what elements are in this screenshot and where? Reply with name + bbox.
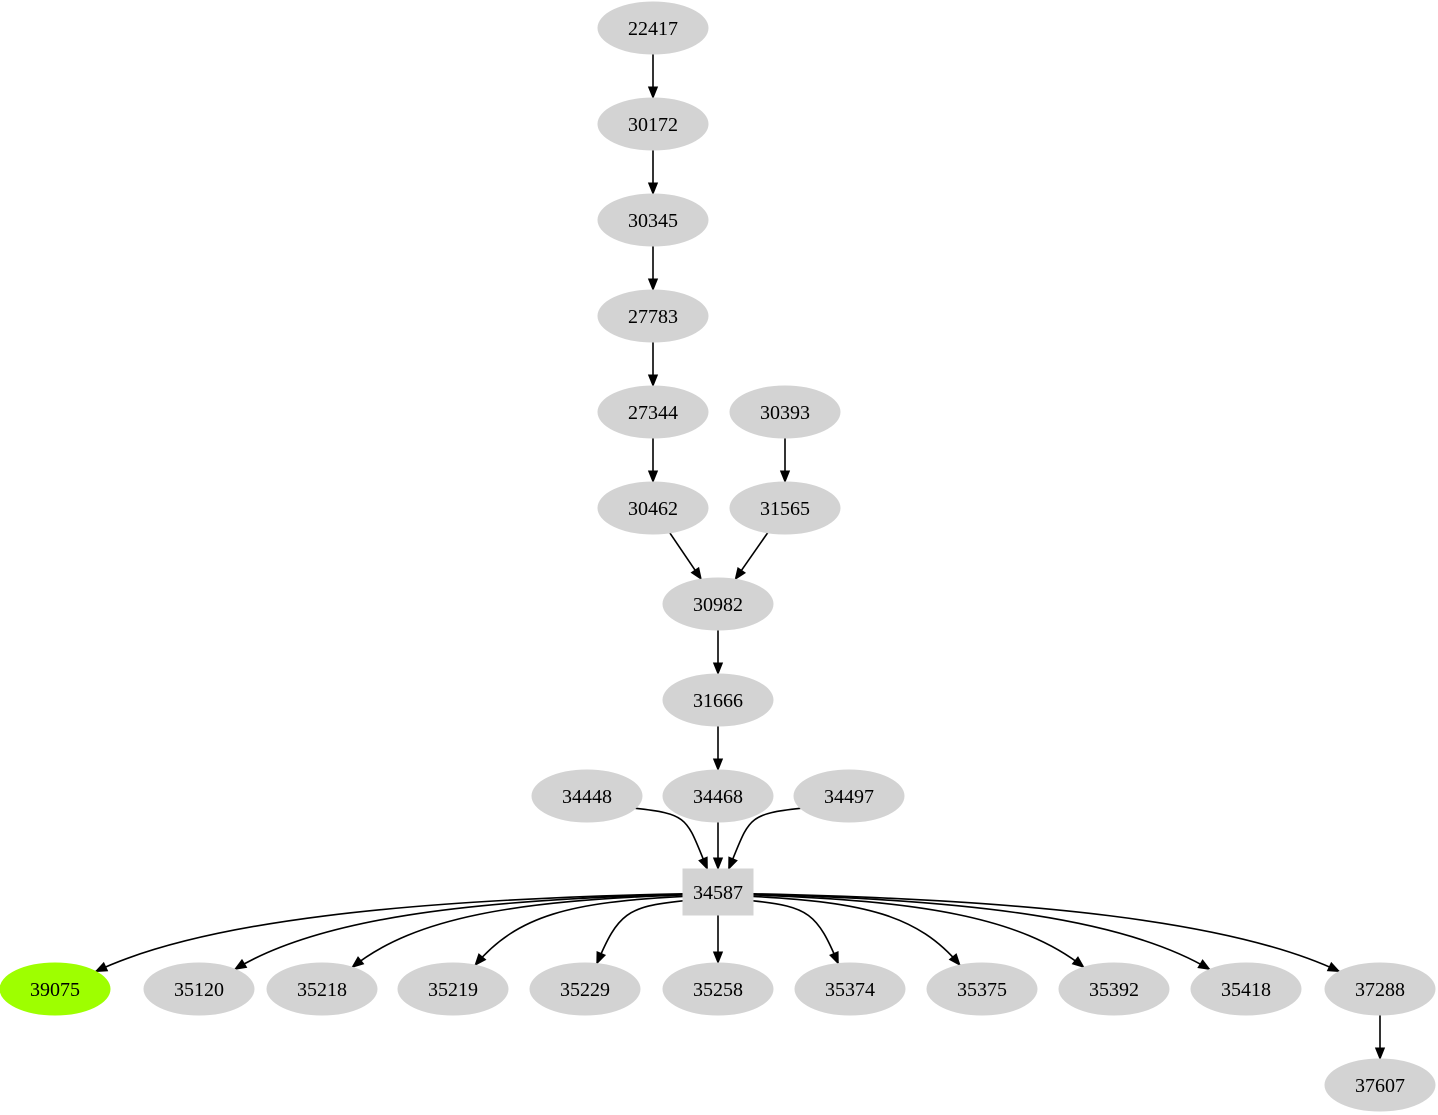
graph-node-34468[interactable]: 34468 (662, 769, 774, 823)
node-shape-ellipse-34448[interactable] (531, 769, 643, 823)
graph-node-27344[interactable]: 27344 (597, 385, 709, 439)
graph-node-30462[interactable]: 30462 (597, 481, 709, 535)
graph-edge-34587-to-39075 (95, 892, 684, 973)
graph-node-30172[interactable]: 30172 (597, 97, 709, 151)
graph-node-30982[interactable]: 30982 (662, 577, 774, 631)
edge-layer (94, 54, 1386, 1061)
arrowhead-34587-to-35258 (712, 951, 724, 965)
node-shape-ellipse-35258[interactable] (662, 962, 774, 1016)
node-shape-ellipse-35120[interactable] (143, 962, 255, 1016)
arrowhead-31666-to-34468 (712, 758, 724, 772)
arrowhead-34587-to-35229 (596, 951, 607, 965)
arrowhead-30462-to-30982 (690, 566, 702, 581)
arrowhead-34587-to-35374 (829, 951, 839, 965)
node-shape-ellipse-35218[interactable] (266, 962, 378, 1016)
arrowhead-34497-to-34587 (728, 856, 738, 871)
graph-node-34587[interactable]: 34587 (682, 868, 754, 916)
graph-node-35120[interactable]: 35120 (143, 962, 255, 1016)
arrowhead-22417-to-30172 (647, 86, 659, 100)
graph-node-27783[interactable]: 27783 (597, 289, 709, 343)
arrowhead-34587-to-35219 (474, 953, 487, 967)
arrowhead-30393-to-31565 (779, 470, 791, 484)
node-shape-ellipse-30393[interactable] (729, 385, 841, 439)
graph-node-37288[interactable]: 37288 (1324, 962, 1436, 1016)
arrowhead-37288-to-37607 (1374, 1047, 1386, 1061)
node-shape-ellipse-31565[interactable] (729, 481, 841, 535)
graph-edge-34587-to-35218 (351, 894, 684, 968)
arrowhead-34587-to-39075 (94, 961, 109, 973)
node-shape-ellipse-35418[interactable] (1190, 962, 1302, 1016)
graph-node-35218[interactable]: 35218 (266, 962, 378, 1016)
graph-edge-34587-to-35229 (596, 899, 684, 964)
graph-edge-34587-to-35392 (752, 894, 1085, 968)
graph-node-22417[interactable]: 22417 (597, 1, 709, 55)
node-shape-ellipse-35392[interactable] (1058, 962, 1170, 1016)
arrowhead-30345-to-27783 (647, 278, 659, 292)
node-shape-ellipse-35229[interactable] (529, 962, 641, 1016)
arrowhead-27344-to-30462 (647, 470, 659, 484)
node-shape-ellipse-30462[interactable] (597, 481, 709, 535)
graph-node-30393[interactable]: 30393 (729, 385, 841, 439)
graph-node-34448[interactable]: 34448 (531, 769, 643, 823)
node-shape-ellipse-34497[interactable] (793, 769, 905, 823)
graph-node-35374[interactable]: 35374 (794, 962, 906, 1016)
arrowhead-34448-to-34587 (698, 856, 708, 871)
node-shape-ellipse-37607[interactable] (1324, 1058, 1436, 1112)
arrowhead-34587-to-35120 (233, 958, 248, 970)
node-shape-ellipse-30345[interactable] (597, 193, 709, 247)
node-shape-ellipse-35374[interactable] (794, 962, 906, 1016)
arrowhead-34587-to-35418 (1197, 959, 1211, 971)
graph-node-31666[interactable]: 31666 (662, 673, 774, 727)
graph-edge-34587-to-35120 (234, 893, 684, 970)
graph-node-35219[interactable]: 35219 (397, 962, 509, 1016)
graph-node-35392[interactable]: 35392 (1058, 962, 1170, 1016)
arrowhead-34587-to-35392 (1071, 956, 1085, 969)
graph-edge-34448-to-34587 (635, 807, 709, 870)
graph-edge-34587-to-35418 (752, 893, 1211, 971)
node-shape-ellipse-35219[interactable] (397, 962, 509, 1016)
arrowhead-30172-to-30345 (647, 182, 659, 196)
arrowhead-34587-to-37288 (1326, 961, 1341, 973)
graph-node-30345[interactable]: 30345 (597, 193, 709, 247)
node-shape-ellipse-27344[interactable] (597, 385, 709, 439)
graph-edge-34587-to-35219 (474, 895, 684, 966)
node-shape-ellipse-30982[interactable] (662, 577, 774, 631)
node-shape-ellipse-37288[interactable] (1324, 962, 1436, 1016)
graph-node-31565[interactable]: 31565 (729, 481, 841, 535)
graph-node-34497[interactable]: 34497 (793, 769, 905, 823)
arrowhead-30982-to-31666 (712, 662, 724, 676)
node-shape-ellipse-22417[interactable] (597, 1, 709, 55)
graph-edge-31565-to-30982 (740, 532, 769, 572)
graph-edge-34497-to-34587 (727, 807, 801, 870)
node-shape-ellipse-30172[interactable] (597, 97, 709, 151)
graph-edge-30462-to-30982 (669, 532, 697, 571)
graph-node-35258[interactable]: 35258 (662, 962, 774, 1016)
graph-node-35229[interactable]: 35229 (529, 962, 641, 1016)
graph-node-37607[interactable]: 37607 (1324, 1058, 1436, 1112)
graph-node-39075[interactable]: 39075 (0, 962, 111, 1016)
node-shape-box-34587[interactable] (682, 868, 754, 916)
graph-edge-34587-to-35375 (752, 895, 961, 966)
arrowhead-31565-to-30982 (734, 566, 747, 581)
arrowhead-34468-to-34587 (712, 857, 724, 871)
arrowhead-34587-to-35375 (948, 953, 961, 967)
graph-edge-34587-to-35374 (752, 900, 839, 964)
node-shape-ellipse-39075[interactable] (0, 962, 111, 1016)
node-shape-ellipse-31666[interactable] (662, 673, 774, 727)
node-shape-ellipse-27783[interactable] (597, 289, 709, 343)
graph-edge-34587-to-37288 (752, 892, 1340, 973)
node-shape-ellipse-34468[interactable] (662, 769, 774, 823)
arrowhead-34587-to-35218 (351, 956, 365, 969)
graph-node-35375[interactable]: 35375 (926, 962, 1038, 1016)
node-shape-ellipse-35375[interactable] (926, 962, 1038, 1016)
graph-node-35418[interactable]: 35418 (1190, 962, 1302, 1016)
arrowhead-27783-to-27344 (647, 374, 659, 388)
